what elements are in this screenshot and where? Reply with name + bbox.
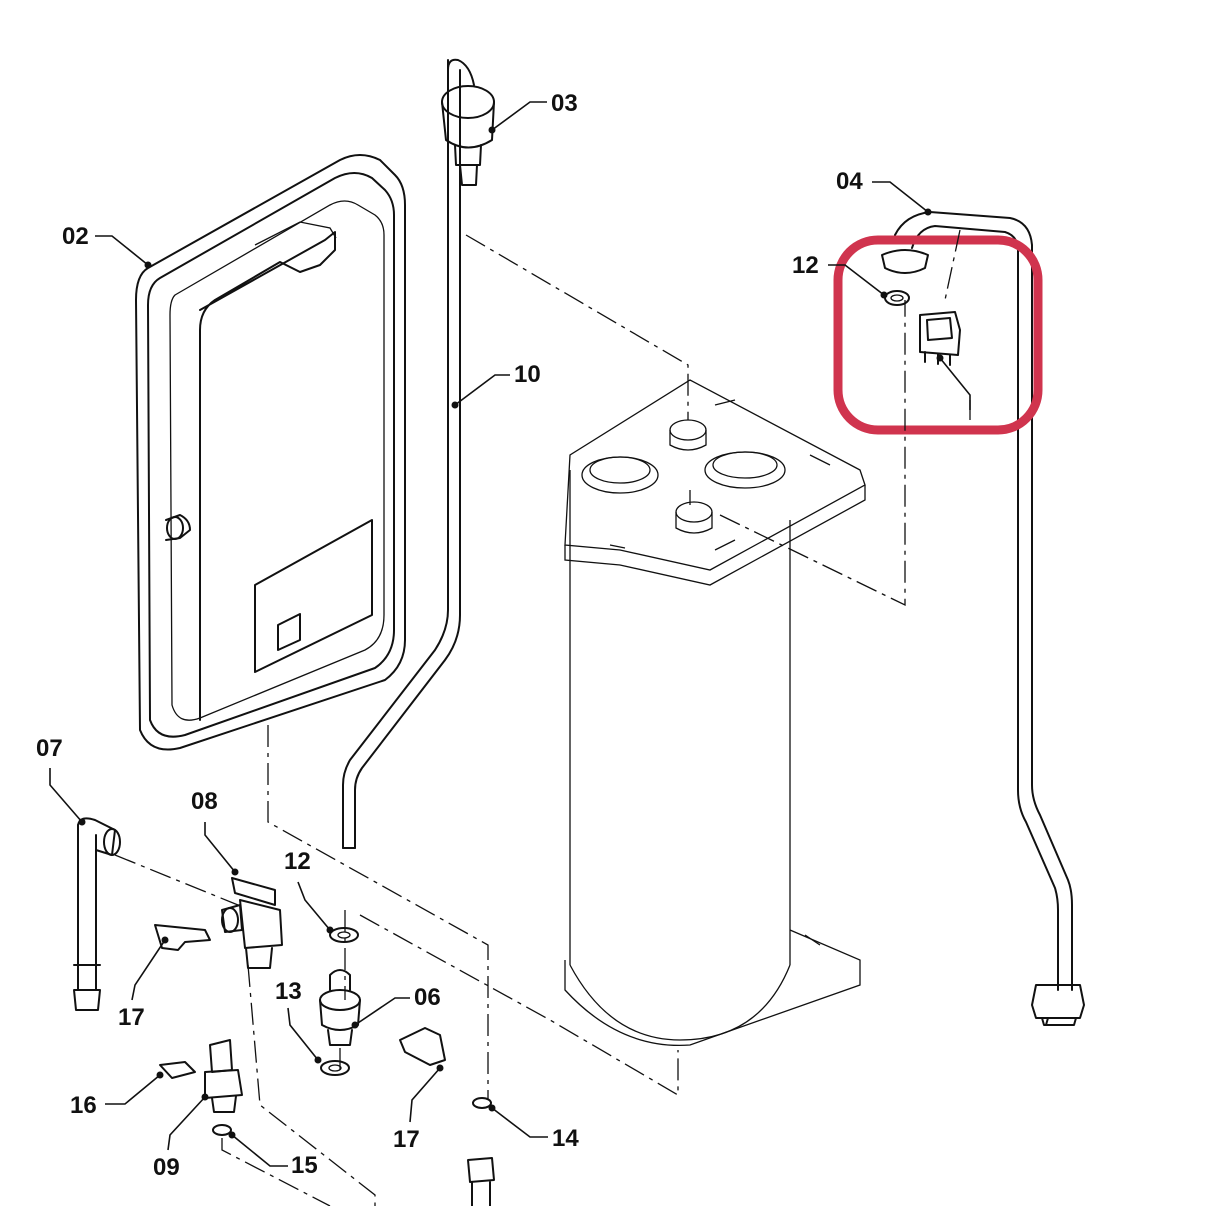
label-02: 02 <box>62 223 89 250</box>
valve-08 <box>221 877 283 969</box>
label-15: 15 <box>291 1152 318 1179</box>
label-12-bottom: 12 <box>284 848 311 875</box>
label-12-top: 12 <box>792 252 819 279</box>
elbow-pipe-07 <box>73 817 121 1011</box>
pipe-04 <box>881 211 1085 1026</box>
leader-lines <box>49 101 971 1167</box>
air-vent-03 <box>441 85 495 186</box>
label-13: 13 <box>275 978 302 1005</box>
expansion-vessel <box>135 154 406 751</box>
label-17-left: 17 <box>118 1004 145 1031</box>
label-09: 09 <box>153 1154 180 1181</box>
label-08: 08 <box>191 788 218 815</box>
tank-cylinder <box>564 379 866 1047</box>
fitting-06 <box>319 969 361 1046</box>
label-06: 06 <box>414 984 441 1011</box>
clips <box>154 924 446 1079</box>
sensor-09 <box>204 1039 243 1113</box>
center-lines <box>114 229 971 1206</box>
label-16: 16 <box>70 1092 97 1119</box>
pipe-10 <box>342 58 475 849</box>
label-07: 07 <box>36 735 63 762</box>
label-04: 04 <box>836 168 863 195</box>
clip-detail <box>884 290 961 366</box>
label-03: 03 <box>551 90 578 117</box>
label-10: 10 <box>514 361 541 388</box>
bottom-pipe <box>467 1157 495 1206</box>
washers <box>212 927 492 1136</box>
label-14: 14 <box>552 1125 579 1152</box>
highlight-box <box>833 235 1043 435</box>
label-17-right: 17 <box>393 1126 420 1153</box>
